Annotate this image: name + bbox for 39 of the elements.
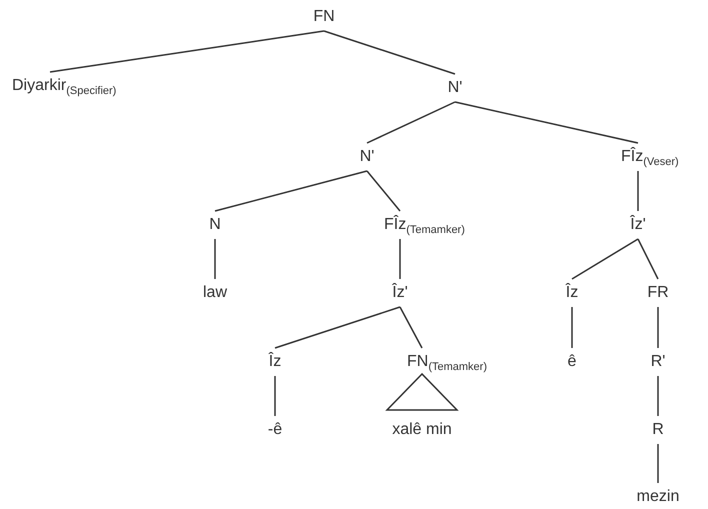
node-label: N [209, 211, 221, 239]
node-label: R' [650, 348, 666, 376]
branch-line [657, 376, 659, 416]
node-label: Îz [566, 279, 578, 307]
node-label: N' [448, 74, 462, 102]
node-label: -ê [268, 416, 282, 444]
node-label: Îz [268, 348, 282, 376]
branch-line [324, 30, 456, 75]
node-label: FN [313, 3, 335, 31]
branch-line [399, 239, 401, 279]
node-label: mezin [636, 483, 680, 509]
node-label: FÎz$_{(Temamker)}$ [384, 211, 465, 239]
triangle-shape [386, 373, 458, 411]
branch-line [637, 238, 659, 280]
node-label: ê [568, 348, 576, 376]
branch-line [571, 307, 573, 348]
branch-line [274, 306, 400, 349]
node-label: FN$_{(Temamker)}$ [407, 348, 487, 376]
branch-line [366, 101, 456, 144]
node-label: Diyarkir$_{(Specifier)}$ [12, 72, 116, 100]
branch-line [214, 239, 216, 279]
node-label: FR [647, 279, 669, 307]
node-label: R [652, 416, 664, 444]
branch-line [454, 101, 638, 144]
node-label: FÎz$_{(Veser)}$ [621, 143, 679, 171]
node-label: Îz' [630, 211, 646, 239]
node-label: law [203, 279, 227, 307]
branch-line [274, 376, 276, 416]
branch-line [572, 238, 638, 280]
node-label: xalê min [392, 416, 452, 444]
branch-line [50, 30, 324, 73]
branch-line [366, 170, 401, 212]
node-label: Îz' [392, 279, 408, 307]
branch-line [214, 170, 368, 212]
branch-line [657, 307, 659, 348]
node-label: N' [360, 143, 374, 171]
branch-line [657, 444, 659, 483]
branch-line [637, 171, 639, 211]
branch-line [399, 306, 423, 348]
